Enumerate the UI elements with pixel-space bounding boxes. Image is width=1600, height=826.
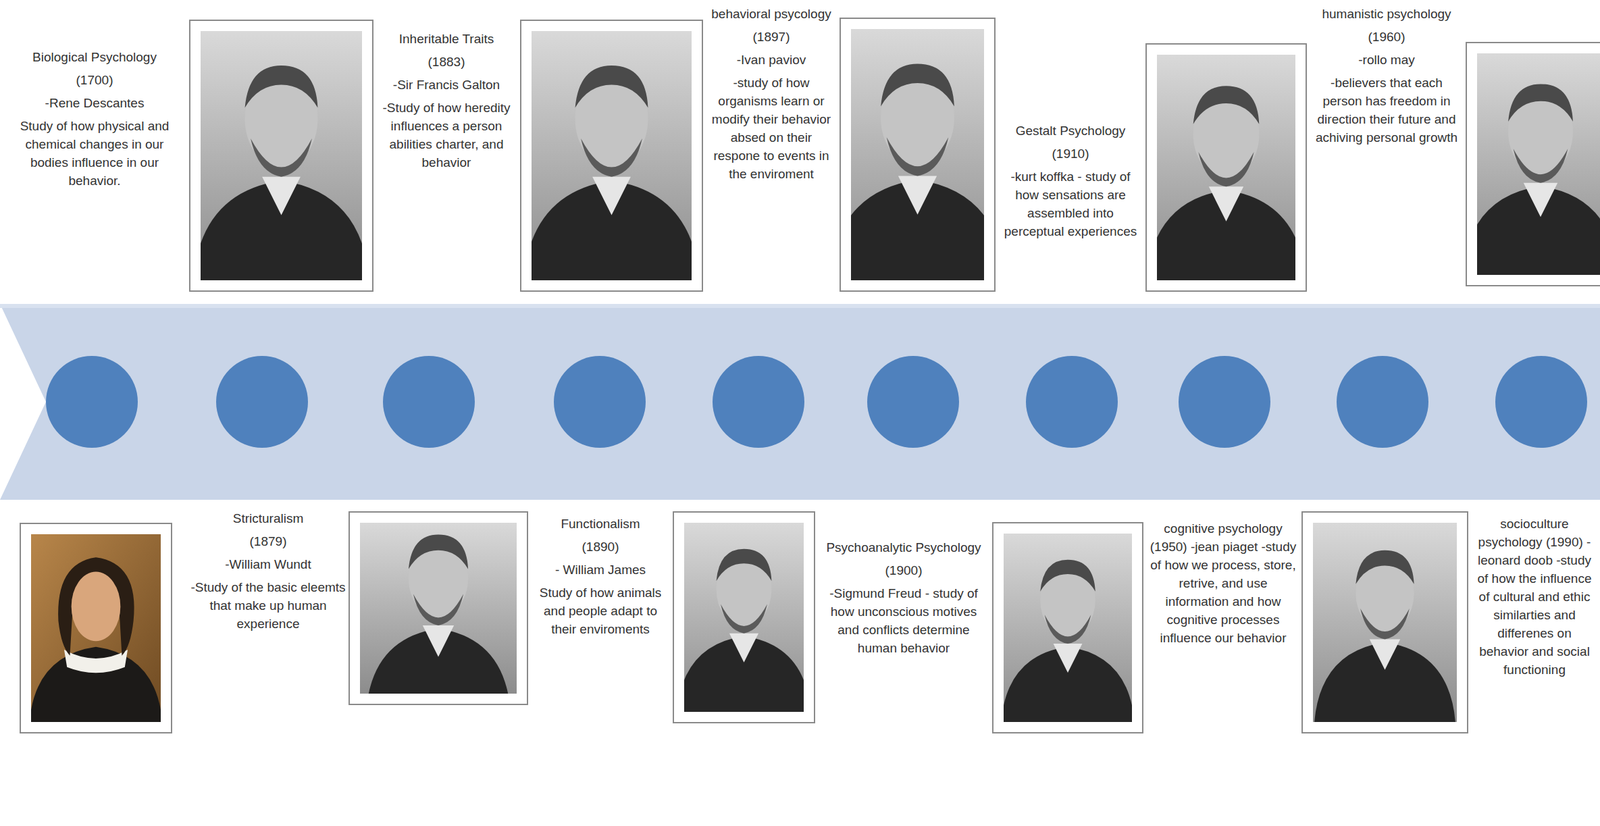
timeline-text: -study of how organisms learn or modify … [705,74,837,184]
portrait-photo [828,18,1007,292]
timeline-dot [1495,355,1588,448]
timeline-dot [712,355,805,448]
timeline-text: -Sigmund Freud - study of how unconsciou… [819,584,989,658]
timeline-entry: cognitive psychology (1950) -jean piaget… [1147,520,1300,653]
timeline-dot [45,355,138,448]
timeline-dot [1025,355,1118,448]
timeline-text: (1883) [375,53,518,72]
timeline-dot [1178,355,1271,448]
timeline-band [0,303,1600,500]
timeline-text: humanistic psychology [1310,5,1463,24]
timeline-text: Gestalt Psychology [998,122,1144,141]
timeline-text: (1700) [10,71,179,90]
timeline-entry: behavioral psycology (1897) -Ivan paviov -s… [705,5,837,189]
timeline-entry: Gestalt Psychology (1910) -kurt koffka - s… [998,122,1144,246]
portrait-photo [520,20,703,292]
timeline-text: (1910) [998,145,1144,164]
timeline-text: (1900) [819,561,989,581]
portrait-photo [1462,42,1600,286]
timeline-text: Biological Psychology [10,48,179,67]
timeline-text: Inheritable Traits [375,30,518,49]
timeline-entry: humanistic psychology (1960) -rollo may -be… [1310,5,1463,152]
timeline-dot [216,355,308,448]
timeline-text: Stricturalism [190,509,346,529]
timeline-text: socioculture psychology (1990) - leonard… [1474,515,1595,680]
timeline-text: -kurt koffka - study of how sensations a… [998,168,1144,242]
timeline-text: (1879) [190,532,346,552]
timeline-dot [382,355,475,448]
timeline-dot [1336,355,1429,448]
timeline-text: -Study of how heredity influences a pers… [375,99,518,173]
timeline-text: cognitive psychology (1950) -jean piaget… [1147,520,1300,648]
timeline-text: Functionalism [532,515,668,534]
timeline-entry: Stricturalism (1879) -William Wundt -Study … [190,509,346,639]
timeline-entry: Biological Psychology (1700) -Rene Descant… [10,48,179,196]
timeline-text: -Study of the basic eleemts that make up… [190,578,346,634]
timeline-dot [553,355,646,448]
timeline-text: -William Wundt [190,555,346,575]
timeline-entry: Psychoanalytic Psychology (1900) -Sigmund … [819,538,989,663]
portrait-photo [20,523,172,733]
timeline-text: Study of how animals and people adapt to… [532,584,668,639]
timeline-entry: socioculture psychology (1990) - leonard… [1474,515,1595,685]
timeline-text: -Ivan paviov [705,51,837,70]
timeline-entry: Inheritable Traits (1883) -Sir Francis Gal… [375,30,518,177]
timeline-entry: Functionalism (1890) - William JamesStudy … [532,515,668,644]
timeline-dot [867,355,960,448]
timeline-text: (1897) [705,28,837,47]
timeline-text: -rollo may [1310,51,1463,70]
timeline-dots [45,355,1588,448]
timeline-text: - William James [532,561,668,580]
timeline-text: Study of how physical and chemical chang… [10,117,179,191]
timeline-text: -Rene Descantes [10,94,179,113]
portrait-photo [1146,43,1307,292]
timeline-text: -Sir Francis Galton [375,76,518,95]
band-highlight [0,303,1600,308]
portrait-photo [349,511,528,710]
timeline-text: Psychoanalytic Psychology [819,538,989,558]
portrait-photo [992,522,1143,733]
timeline-text: (1960) [1310,28,1463,47]
timeline-text: (1890) [532,538,668,557]
portrait-photo [673,511,815,723]
portrait-photo [1302,511,1468,733]
portrait-photo [189,20,373,292]
timeline-text: -believers that each person has freedom … [1310,74,1463,148]
timeline-text: behavioral psycology [705,5,837,24]
